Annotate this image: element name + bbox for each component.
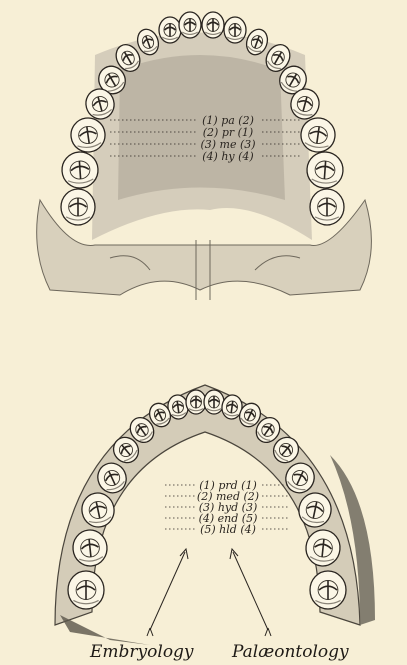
upper-label-4: (4) hy (4) — [202, 150, 253, 163]
upper-tooth-17 — [61, 189, 95, 225]
upper-tooth-16 — [306, 151, 344, 189]
lower-tooth-3 — [204, 390, 224, 414]
upper-tooth-18 — [310, 189, 344, 225]
lower-tooth-17 — [68, 571, 104, 609]
lower-jaw: (1) prd (1)(2) med (2)(3) hyd (3)(4) end… — [55, 385, 375, 645]
arrow-right — [230, 549, 271, 636]
upper-tooth-1 — [159, 17, 181, 43]
upper-tooth-2 — [179, 12, 201, 38]
caption-embryology: Embryology — [89, 642, 194, 662]
lower-label-5: (5) hld (4) — [200, 523, 256, 536]
upper-tooth-4 — [224, 17, 246, 43]
upper-tooth-3 — [202, 12, 224, 38]
lower-tooth-18 — [310, 571, 346, 609]
upper-jaw: (1) pa (2)(2) pr (1)(3) me (3)(4) hy (4) — [37, 12, 372, 300]
caption-palaeontology: Palæontology — [231, 642, 349, 662]
arrow-left — [147, 549, 188, 636]
lower-tooth-2 — [186, 390, 206, 414]
